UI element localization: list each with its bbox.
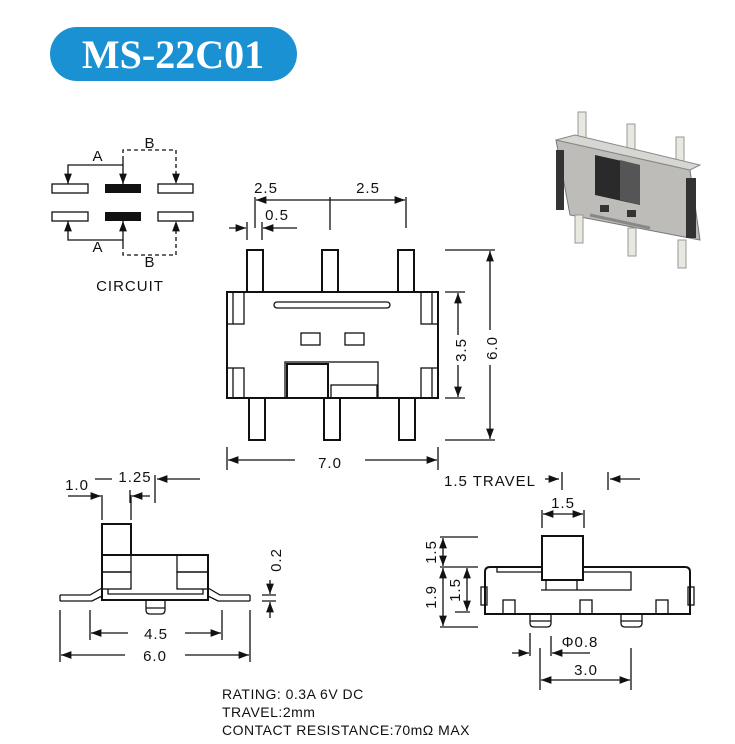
circuit-a-top: A — [92, 148, 103, 165]
spec-travel: TRAVEL:2mm — [222, 704, 316, 720]
circuit-b-bottom: B — [144, 254, 155, 271]
circuit-diagram: A B A B CIRCUIT — [51, 135, 194, 295]
dim-pitch-2: 2.5 — [356, 180, 380, 197]
side-view: 1.0 1.25 0.2 4.5 6.0 — [59, 469, 285, 665]
dim-travel: 1.5 TRAVEL — [444, 473, 536, 490]
dim-body-height-front: 1.9 — [423, 585, 440, 609]
dim-slider-width: 1.5 — [551, 495, 575, 512]
dim-total-height: 6.0 — [484, 336, 501, 360]
dim-side-1: 1.0 — [65, 477, 89, 494]
spec-contact-resistance: CONTACT RESISTANCE:70mΩ MAX — [222, 722, 470, 738]
title-badge: MS-22C01 — [50, 27, 297, 81]
product-photo — [555, 111, 702, 269]
spec-rating: RATING: 0.3A 6V DC — [222, 686, 364, 702]
circuit-label: CIRCUIT — [96, 278, 164, 295]
dim-post-diameter: Φ0.8 — [562, 634, 599, 651]
dim-inner-width: 4.5 — [144, 626, 168, 643]
dim-outer-width: 6.0 — [143, 648, 167, 665]
dim-pitch-1: 2.5 — [254, 180, 278, 197]
circuit-a-bottom: A — [92, 239, 103, 256]
circuit-b-top: B — [144, 135, 155, 152]
front-view: 1.5 TRAVEL 1.5 1.5 1.9 1.5 Φ0.8 3.0 — [423, 472, 695, 690]
dim-body-height: 3.5 — [453, 338, 470, 362]
dim-thickness: 0.2 — [268, 548, 285, 572]
dim-inner-height: 1.5 — [447, 578, 464, 602]
dim-width: 7.0 — [318, 455, 342, 472]
dim-side-2: 1.25 — [118, 469, 151, 486]
dim-slider-height: 1.5 — [423, 540, 440, 564]
title-text: MS-22C01 — [82, 32, 264, 77]
dim-pin-width: 0.5 — [265, 207, 289, 224]
top-view: 2.5 2.5 0.5 3.5 6.0 7.0 — [226, 180, 501, 472]
dim-post-pitch: 3.0 — [574, 662, 598, 679]
